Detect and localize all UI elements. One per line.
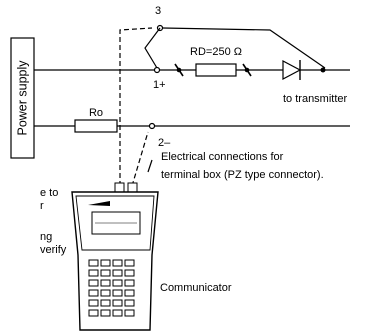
power-supply-label: Power supply xyxy=(15,60,29,136)
communicator-arrow-icon xyxy=(88,201,110,206)
terminal-1-label: 1+ xyxy=(153,79,166,91)
dashed-lead-right xyxy=(131,131,149,187)
terminal-1-dot xyxy=(153,66,161,74)
resistor-ro xyxy=(74,119,118,133)
rd-node-left xyxy=(176,67,182,73)
terminal-2-dot xyxy=(148,122,156,130)
dashed-lead-left xyxy=(119,27,153,186)
communicator-device xyxy=(71,182,159,331)
switch-arm xyxy=(144,27,161,69)
resistor-rd xyxy=(195,63,237,77)
communicator-connector-left xyxy=(114,182,125,193)
terminal-3-label: 3 xyxy=(155,5,161,17)
rd-node-right xyxy=(244,67,250,73)
terminal-2-label: 2– xyxy=(158,137,171,149)
to-transmitter-label: to transmitter xyxy=(283,93,348,105)
resistor-rd-label: RD=250 Ω xyxy=(190,46,242,58)
communicator-label: Communicator xyxy=(160,282,232,294)
power-supply-box xyxy=(10,37,35,159)
connections-caption-line1: Electrical connections for xyxy=(161,151,284,163)
clipped-text-4: verify xyxy=(40,244,67,256)
communicator-keypad xyxy=(88,259,135,317)
communicator-connector-right xyxy=(127,182,138,193)
communicator-bezel xyxy=(75,195,155,251)
connections-caption-line2: terminal box (PZ type connector). xyxy=(161,169,324,181)
transmitter-node xyxy=(320,67,326,73)
clipped-text-2: r xyxy=(40,200,44,212)
pointer-stroke xyxy=(147,159,153,173)
diode-triangle xyxy=(282,60,302,80)
resistor-ro-label: Ro xyxy=(89,107,103,119)
clipped-text-1: e to xyxy=(40,187,58,199)
clipped-text-3: ng xyxy=(40,231,52,243)
bypass-wire xyxy=(162,27,326,69)
